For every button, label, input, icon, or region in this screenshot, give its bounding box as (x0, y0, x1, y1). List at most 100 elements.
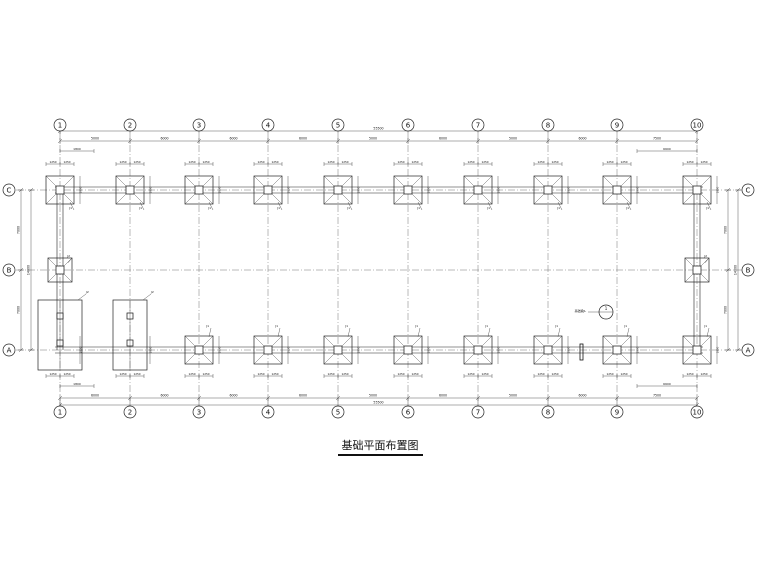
axis-bubble-col (261, 118, 275, 132)
footing-slope-line (551, 335, 563, 347)
column-pier (612, 345, 622, 355)
footing-slope-line (47, 257, 57, 267)
footing-width-dimension (533, 374, 563, 378)
footing-C-7: J1 (463, 175, 493, 211)
footing-width-dimension (253, 162, 283, 166)
footing-tag: J1 (486, 206, 490, 210)
footing-tag: J1 (703, 324, 707, 328)
dimension-tick (405, 138, 411, 144)
edge-offset-dimension (59, 149, 95, 153)
footing-outline (393, 175, 423, 205)
dimension-text: 1250 (63, 372, 70, 376)
axis-bubble-label: 1 (58, 409, 62, 417)
dimension-tick (57, 138, 63, 144)
axis-bubble-label: A (746, 347, 751, 355)
footing-slope-line (700, 273, 710, 283)
footing-B-10: J2 (684, 254, 710, 283)
dimension-text: 1250 (341, 372, 348, 376)
footing-A-9: J1 (602, 324, 632, 365)
axis-bubble-col (53, 118, 67, 132)
column-pier (403, 345, 413, 355)
footing-outline (684, 257, 710, 283)
dimension-text: 1800 (497, 346, 501, 353)
footing-tag: J1 (346, 206, 350, 210)
footing-tag: J2 (85, 290, 89, 294)
dimension-text: 1800 (79, 346, 83, 353)
axis-bubble-label: B (7, 267, 12, 275)
dimension-text: 1800 (218, 186, 222, 193)
dimension-text: 1250 (341, 160, 348, 164)
footing-C-2: J1 (115, 175, 145, 211)
footing-tag-leader (139, 201, 145, 211)
dimension-text: 1800 (357, 346, 361, 353)
axis-bubble-col (401, 405, 415, 419)
dimension-tick (18, 267, 24, 273)
dimension-text: 5000 (369, 394, 377, 398)
footing-slope-line (411, 335, 423, 347)
dimension-text: 6000 (229, 394, 237, 398)
column-pier (333, 345, 343, 355)
footing-A-6: J1 (393, 324, 423, 365)
footing-tag-leader (626, 327, 630, 337)
footing-slope-line (620, 335, 632, 347)
dimension-text: 1250 (188, 372, 195, 376)
footing-slope-line (602, 353, 614, 365)
dimension-text: 1800 (287, 346, 291, 353)
footing-slope-line (682, 175, 694, 187)
dimension-tick (196, 138, 202, 144)
axis-bubble-label: 9 (615, 122, 619, 130)
footing-tag-leader (77, 293, 87, 301)
dimension-text: 5000 (91, 137, 99, 141)
footing-slope-line (184, 335, 196, 347)
axis-bubble-label: 3 (197, 122, 201, 130)
footing-C-3: J1 (184, 175, 214, 211)
section-mark: 1 基础梁JL (574, 304, 614, 361)
footing-tag: J1 (68, 206, 72, 210)
dimension-text: 1250 (327, 160, 334, 164)
column-pier (403, 185, 413, 195)
dimension-text: 1800 (636, 346, 640, 353)
dimension-tick (694, 138, 700, 144)
dimension-tick (18, 347, 24, 353)
dimension-text: 1800 (716, 186, 720, 193)
footing-slope-line (463, 175, 475, 187)
dimension-text: 1800 (427, 186, 431, 193)
combined-footing-2: J2 (112, 290, 154, 371)
footing-slope-line (63, 273, 73, 283)
footing-width-dimension (602, 162, 632, 166)
footing-width-dimension (45, 374, 75, 378)
axis-bubble-label: 2 (128, 122, 132, 130)
dimension-text: 1250 (467, 372, 474, 376)
footing-width-dimension (253, 374, 283, 378)
footing-slope-line (393, 193, 405, 205)
axis-bubble-col (690, 405, 704, 419)
footing-tag: J1 (205, 324, 209, 328)
axis-bubble-col (541, 405, 555, 419)
footing-tag-leader (626, 201, 632, 211)
footing-outline (393, 335, 423, 365)
dimension-tick (725, 347, 731, 353)
footing-slope-line (341, 353, 353, 365)
footing-C-6: J1 (393, 175, 423, 211)
dimension-text: 6000 (91, 394, 99, 398)
dimension-tick (735, 187, 741, 193)
axis-bubble-col (192, 405, 206, 419)
dimension-text: 1250 (700, 160, 707, 164)
axis-bubble-row (741, 263, 755, 277)
dimension-text: 1250 (49, 372, 56, 376)
drawing-title-block: 基础平面布置图 (0, 439, 760, 456)
footing-tag-leader (706, 201, 712, 211)
footing-slope-line (481, 335, 493, 347)
dimension-text: 1250 (467, 160, 474, 164)
footing-outline (184, 335, 214, 365)
footing-tag: J1 (554, 324, 558, 328)
dimension-text: 1800 (567, 186, 571, 193)
footing-width-dimension (115, 374, 145, 378)
footing-slope-line (463, 193, 475, 205)
footing-C-9: J1 (602, 175, 632, 211)
axis-bubble-label: 7 (476, 409, 480, 417)
footing-A-4: J1 (253, 324, 283, 365)
footing-tag: J1 (416, 206, 420, 210)
dimension-text: 7000 (17, 226, 21, 234)
footing-slope-line (45, 193, 57, 205)
